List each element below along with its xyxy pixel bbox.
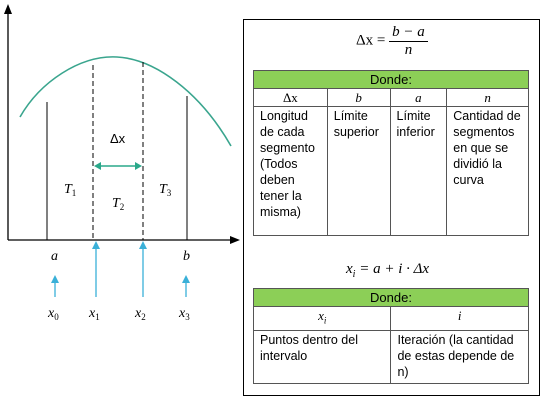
delta-x-formula: Δx = b − a n bbox=[356, 24, 428, 58]
point-arrowhead-x0 bbox=[51, 275, 59, 283]
trapezoid-label-2: T2 bbox=[112, 196, 124, 212]
table2-cell-xi: Puntos dentro del intervalo bbox=[252, 329, 392, 384]
x-axis-arrowhead bbox=[230, 236, 240, 244]
table1-cell-b: Límite superior bbox=[326, 106, 391, 236]
table1-header-b: b bbox=[326, 88, 391, 107]
bound-label-a: a bbox=[51, 249, 58, 264]
trapezoid-label-3: T3 bbox=[159, 182, 172, 198]
delta-x-definitions-table: Donde: Δx b a n Longitud de cada segment… bbox=[253, 70, 529, 236]
y-axis-arrowhead bbox=[4, 4, 12, 14]
table2-title: Donde: bbox=[253, 288, 529, 307]
point-label-x2: x2 bbox=[134, 306, 146, 322]
xi-formula: xi = a + i · Δx bbox=[346, 261, 429, 280]
formula-lhs: Δx bbox=[356, 32, 374, 49]
delta-x-arrowhead-left bbox=[94, 162, 101, 170]
bound-label-b: b bbox=[183, 249, 190, 264]
table2-cell-i: Iteración (la cantidad de estas depende … bbox=[390, 329, 529, 384]
table2-header-xi: xi bbox=[252, 306, 392, 331]
formula2-lhs-var: x bbox=[346, 261, 353, 277]
table1-header-a: a bbox=[389, 88, 448, 107]
table2-header-i: i bbox=[390, 306, 529, 331]
point-arrowhead-x2 bbox=[139, 241, 147, 249]
formula2-rhs: = a + i · Δx bbox=[359, 261, 430, 277]
formula-eq: = bbox=[376, 32, 386, 49]
definitions-panel: Δx = b − a n Donde: Δx b a n Longitud de… bbox=[243, 19, 540, 396]
trapezoid-rule-diagram: Δx T1 T2 T3 a b x0 x1 x2 x3 bbox=[4, 4, 240, 322]
formula-denominator: n bbox=[404, 42, 413, 58]
formula-numerator: b − a bbox=[389, 24, 428, 42]
table1-cell-delta-x: Longitud de cada segmento (Todos deben t… bbox=[253, 106, 328, 236]
delta-x-label: Δx bbox=[110, 131, 126, 146]
xi-definitions-table: Donde: xi i Puntos dentro del intervalo … bbox=[252, 288, 529, 384]
table1-header-n: n bbox=[446, 88, 529, 107]
point-label-x1: x1 bbox=[88, 306, 100, 322]
point-arrowhead-x1 bbox=[92, 241, 100, 249]
table1-header-delta-x: Δx bbox=[253, 88, 328, 107]
table1-title: Donde: bbox=[253, 70, 529, 89]
point-arrowhead-x3 bbox=[182, 275, 190, 283]
point-label-x0: x0 bbox=[47, 306, 59, 322]
formula2-lhs-sub: i bbox=[352, 269, 356, 280]
delta-x-arrowhead-right bbox=[135, 162, 142, 170]
table1-cell-a: Límite inferior bbox=[389, 106, 448, 236]
trapezoid-label-1: T1 bbox=[64, 182, 76, 198]
function-curve bbox=[19, 56, 232, 147]
table1-cell-n: Cantidad de segmentos en que se dividió … bbox=[446, 106, 529, 236]
point-label-x3: x3 bbox=[178, 306, 190, 322]
formula-fraction: b − a n bbox=[389, 24, 428, 58]
